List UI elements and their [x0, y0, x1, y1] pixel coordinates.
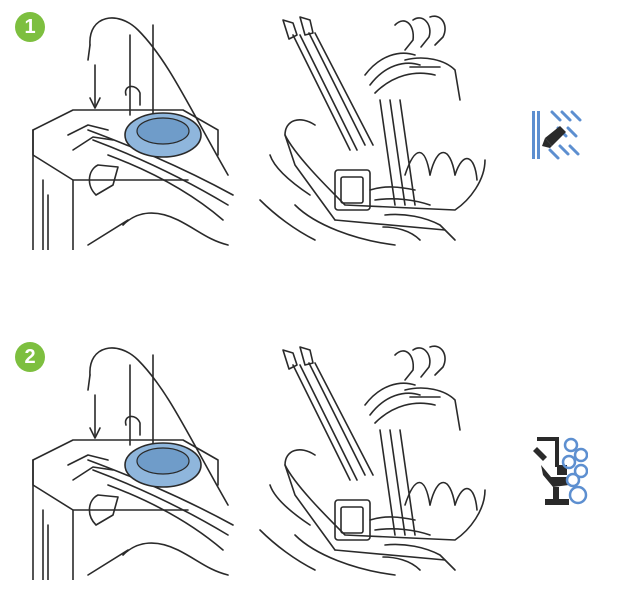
dental-unit-basin-illustration — [28, 335, 243, 580]
step-1-row: 1 — [0, 0, 642, 260]
rinse-water-spray-icon — [530, 108, 582, 162]
chair-water-bubbles-icon — [533, 435, 588, 508]
dental-unit-basin-illustration — [28, 5, 243, 250]
instrument-tray-hand-illustration — [255, 5, 490, 250]
instrument-tray-hand-illustration — [255, 335, 490, 580]
